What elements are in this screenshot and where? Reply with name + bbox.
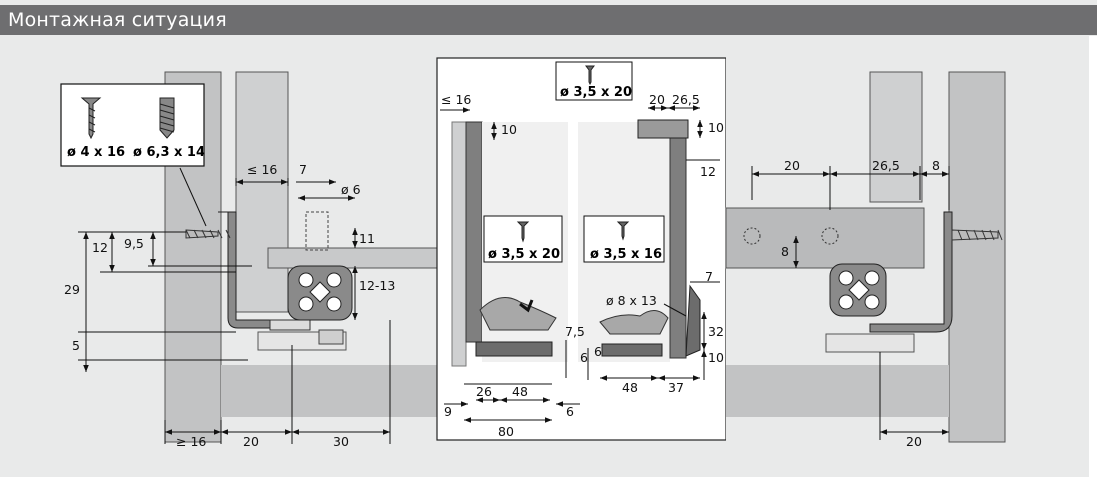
dim-48-mid-a: 48 [512,384,528,399]
dim-26-5-right: 26,5 [872,158,900,173]
drawer-side-right [869,71,923,203]
right-section: 20 26,5 8 8 20 [725,36,1097,477]
rear-clip-block [601,343,663,357]
dim-20-right: 20 [784,158,800,173]
screw-3-5x20-label: ø 3,5 x 20 [488,247,560,262]
runner-plate-right [825,333,915,353]
drawer-bottom-right [725,207,925,269]
lower-panel-right [726,365,949,417]
dim-dia8x13-mid: ø 8 x 13 [606,293,657,308]
dowel-hole-right-b [821,227,839,245]
dim-7-mid: 7 [705,269,713,284]
dim-ge16-left: ≥ 16 [176,434,206,449]
dim-le16-left: ≤ 16 [247,162,277,177]
screw-3-5x20-top-label: ø 3,5 x 20 [560,85,632,100]
drawer-side-left [235,71,289,313]
dim-12-left: 12 [92,240,108,255]
screw-3-5x20-icon [516,221,530,243]
dim-12-13-left: 12-13 [359,278,395,293]
drawer-front-profile [465,121,483,343]
screw-side-left [185,229,219,239]
dim-6-mid-b: 6 [594,344,602,359]
screw-3-5x16-label: ø 3,5 x 16 [590,247,662,262]
dim-dia6-left: ø 6 [341,182,361,197]
dim-12-mid: 12 [700,164,716,179]
dim-7-5-mid: 7,5 [565,324,585,339]
dim-37-mid: 37 [668,380,684,395]
drawer-rear-profile [669,121,687,359]
screw-legend-top [555,61,633,101]
screw-6-3x14-label: ø 6,3 x 14 [133,145,205,160]
dim-10-mid-b: 10 [708,120,724,135]
dim-26-mid: 26 [476,384,492,399]
insert-arrow-icon [519,299,534,313]
dim-80-mid: 80 [498,424,514,439]
dim-20-left: 20 [243,434,259,449]
dim-10-mid-a: 10 [501,122,517,137]
drawer-bottom-left [267,247,438,269]
screw-4x16-icon [80,97,102,140]
dim-le16-mid: ≤ 16 [441,92,471,107]
lower-panel-left [221,365,437,417]
page-title: Монтажная ситуация [8,9,227,31]
dim-6-mid-a: 6 [580,350,588,365]
dim-29-left: 29 [64,282,80,297]
middle-section: ø 3,5 x 20 ø 3,5 x 20 ø 3,5 x 16 [436,57,727,441]
dim-7-left: 7 [299,162,307,177]
front-clip-shape [479,297,557,331]
dim-48-mid-b: 48 [622,380,638,395]
dim-8-right-a: 8 [932,158,940,173]
dowel-hole-right-a [743,227,761,245]
rear-bracket-top [637,119,689,139]
side-panel-right [948,71,1006,443]
screw-4x16-label: ø 4 x 16 [67,145,125,160]
dim-11-left: 11 [359,231,375,246]
dim-30-left: 30 [333,434,349,449]
dim-5-left: 5 [72,338,80,353]
mounting-bracket-right [869,211,953,333]
dim-9-mid: 9 [444,404,452,419]
dim-20-right-b: 20 [906,434,922,449]
dowel-hole-left [305,211,329,251]
dim-10-mid-c: 10 [708,350,724,365]
header-bar: Монтажная ситуация [0,5,1097,35]
runner-clip-left [318,329,344,345]
runner-foot-left [269,319,311,331]
dim-9-5-left: 9,5 [124,236,144,251]
dim-20-mid: 20 [649,92,665,107]
left-section: ø 4 x 16 ø 6,3 x 14 [0,36,438,477]
screw-3-5x20-top-icon [585,65,595,86]
screw-3-5x16-icon [616,221,630,241]
dim-8-right-b: 8 [781,244,789,259]
rear-clip-shape [599,310,669,335]
dim-6-mid-c: 6 [566,404,574,419]
front-clip-block [475,341,553,357]
dim-26-5-mid: 26,5 [672,92,700,107]
dim-32-mid: 32 [708,324,724,339]
